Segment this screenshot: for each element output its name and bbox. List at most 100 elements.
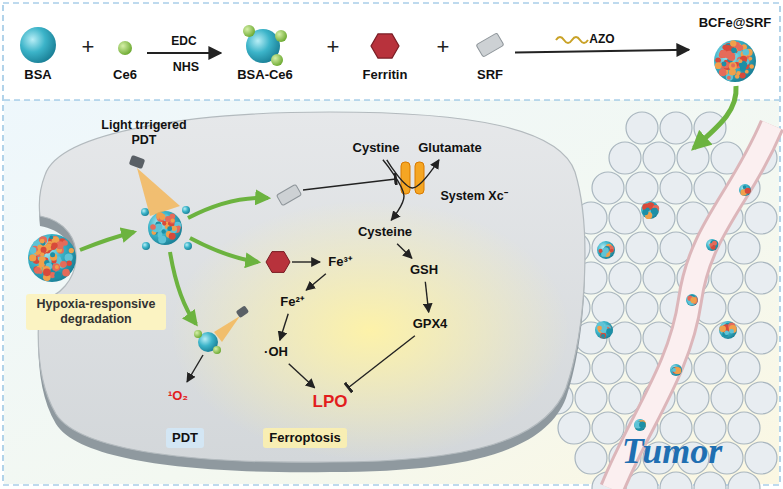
tumor-cell	[592, 352, 624, 384]
particle-dot	[54, 272, 61, 279]
arrow-connector	[289, 364, 315, 388]
particle-dot	[51, 252, 55, 256]
bcfe-srf-sphere	[714, 40, 756, 82]
molecule-label: Glutamate	[415, 139, 485, 157]
particle-dot	[62, 269, 70, 277]
material-label: BSA	[14, 22, 62, 84]
particle-dot	[651, 208, 658, 215]
tumor-cell	[711, 322, 743, 354]
particle-dot	[167, 226, 172, 231]
particle-dot	[749, 64, 754, 69]
particle-dot	[675, 368, 681, 374]
particle-dot	[601, 334, 605, 338]
tumor-cell	[592, 172, 624, 204]
particle-dot	[30, 247, 36, 253]
particle-dot	[51, 245, 56, 250]
material-label: BSA-Ce6	[224, 22, 306, 84]
particle-dot	[169, 233, 176, 240]
tumor-cell	[728, 472, 760, 489]
particle-dot	[158, 232, 162, 236]
particle-dot	[55, 265, 59, 269]
node-text: Hypoxia-responsive degradation	[31, 297, 161, 327]
tumor-cell	[694, 472, 726, 489]
tumor-cell	[643, 262, 675, 294]
node-text: ¹O₂	[168, 388, 188, 404]
flow-arrow	[170, 252, 196, 324]
tumor-cell	[728, 412, 760, 444]
particle-dot	[52, 263, 60, 271]
particle-core	[595, 321, 613, 339]
particle-dot	[610, 249, 614, 253]
particle-core	[670, 364, 682, 376]
process-box: Ferroptosis	[263, 428, 347, 448]
flow-arrow	[190, 238, 258, 262]
particle-dot	[29, 255, 36, 262]
particle-dot	[600, 333, 606, 339]
particle-dot	[709, 243, 713, 247]
arrow-connector	[306, 274, 326, 290]
particle-dot	[737, 45, 743, 51]
tumor-cell	[728, 232, 760, 264]
particle-dot	[40, 239, 45, 244]
material-label: Ferritin	[352, 22, 418, 84]
particle-core	[719, 321, 737, 339]
particle-core	[634, 419, 646, 431]
molecule-label: ¹O₂	[165, 387, 191, 405]
node-text: Ce6	[113, 67, 137, 83]
molecule-label: Cysteine	[355, 223, 415, 241]
particle-dot	[672, 368, 676, 372]
particle-dot	[743, 49, 749, 55]
blood-vessel	[612, 125, 772, 489]
particle-dot	[729, 62, 737, 70]
particle-dot	[29, 254, 36, 261]
tumor-cell	[609, 262, 641, 294]
tumor-cell	[609, 142, 641, 174]
tumor-cell	[626, 112, 658, 144]
node-text: Cysteine	[358, 224, 412, 240]
molecule-label: Cystine	[350, 139, 403, 157]
tumor-particles	[595, 184, 751, 431]
particle-core	[714, 40, 756, 82]
particle-dot	[34, 267, 41, 274]
tumor-cell	[592, 232, 624, 264]
particle-core	[28, 234, 76, 282]
particle-dot	[50, 252, 55, 257]
process-note: Light trrigered PDT	[92, 118, 196, 148]
tumor-cell	[745, 262, 777, 294]
material-label: BCFe@SRF	[692, 14, 778, 84]
ce6-dot	[118, 41, 132, 55]
node-text: Fe³⁺	[328, 254, 352, 270]
srf-block	[276, 184, 301, 205]
molecule-label: GSH	[407, 261, 441, 279]
plus-sign: +	[327, 34, 340, 60]
tumor-cell	[558, 412, 590, 444]
particle-dot	[731, 63, 735, 67]
node-text: BCFe@SRF	[699, 15, 772, 31]
particle-dot	[66, 261, 71, 266]
node-text: Cystine	[353, 140, 400, 156]
tumor-cell	[711, 262, 743, 294]
flow-arrow	[80, 232, 134, 250]
molecule-label: GPX4	[410, 315, 451, 333]
arrow-connector	[383, 160, 404, 220]
small-light-source	[214, 305, 249, 342]
bsa-ce6-fragment	[194, 330, 221, 354]
node-text: ·OH	[264, 344, 288, 360]
tumor-cell	[609, 322, 641, 354]
bsa-ce6-icon	[243, 25, 287, 66]
particle-dot	[719, 69, 727, 77]
particle-dot	[745, 188, 751, 194]
inhibition-line	[303, 179, 396, 190]
particle-dot	[722, 62, 727, 67]
node-text: Fe²⁺	[280, 294, 304, 310]
node-text: Ferroptosis	[269, 430, 341, 446]
particle-core	[148, 211, 182, 245]
nanoparticle	[28, 234, 76, 282]
tumor-cell	[694, 112, 726, 144]
particle-dot	[740, 72, 746, 78]
release-arrow	[292, 261, 320, 262]
ferritin-hexagon	[371, 34, 399, 58]
tumor-cell	[575, 382, 607, 414]
particle-dot	[715, 62, 722, 69]
